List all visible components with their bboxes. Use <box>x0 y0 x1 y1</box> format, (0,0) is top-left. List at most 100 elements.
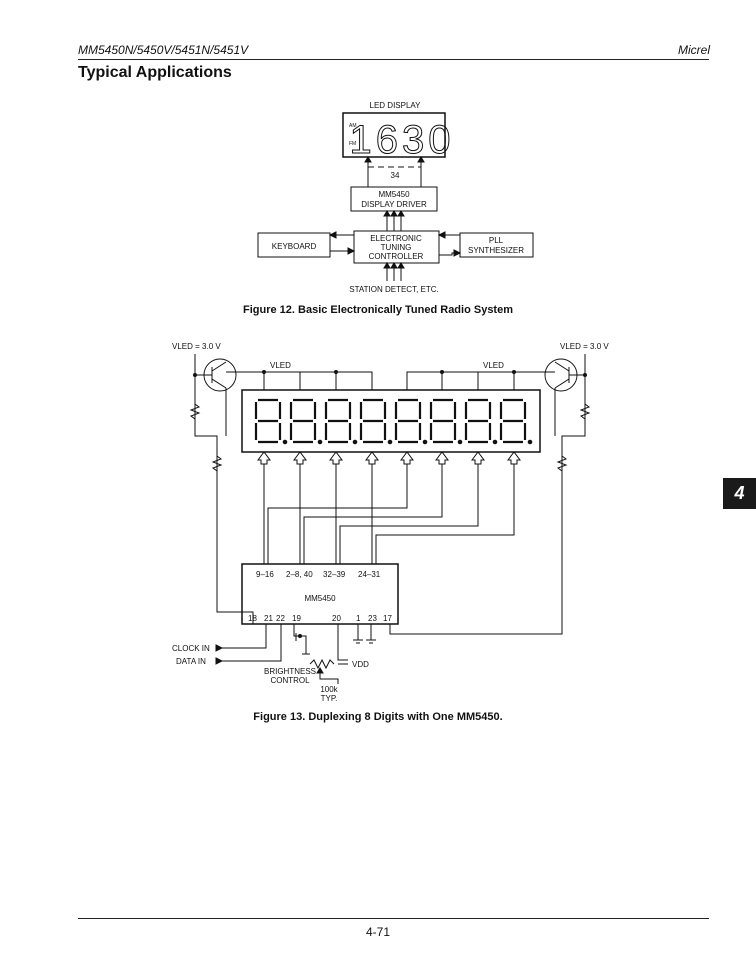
decimal-point <box>282 439 288 445</box>
bottom-pin-label: 19 <box>292 614 301 623</box>
arrow-right-icon <box>215 644 224 652</box>
vled-right-label: VLED = 3.0 V <box>560 342 609 351</box>
potentiometer-icon <box>309 658 335 670</box>
data-in-label: DATA IN <box>176 657 206 666</box>
resistor-icon <box>189 403 201 420</box>
pll-label-line2: SYNTHESIZER <box>468 246 524 255</box>
pll-synthesizer-box <box>459 232 534 258</box>
section-title: Typical Applications <box>78 64 232 81</box>
segment-bus-line <box>267 464 408 564</box>
decimal-point <box>457 439 463 445</box>
pll-label-line1: PLL <box>489 236 504 245</box>
arrow-up-icon <box>383 210 391 217</box>
figure-12-diagram: LED DISPLAY AM FM 1630 34 MM5450 DISPLAY… <box>257 101 534 294</box>
bottom-pin-label: 23 <box>368 614 377 623</box>
vdd-label: VDD <box>352 660 369 669</box>
segment-drive-arrow-icon <box>435 451 449 465</box>
footer-rule <box>78 918 709 919</box>
arrow-up-icon <box>390 262 398 269</box>
driver-label-line2: DISPLAY DRIVER <box>361 200 427 209</box>
header-brand: Micrel <box>678 43 710 57</box>
seven-segment-digit <box>394 398 422 444</box>
arrow-right-icon <box>347 247 356 255</box>
header-part-numbers: MM5450N/5450V/5451N/5451V <box>78 43 249 57</box>
arrow-up-icon <box>397 262 405 269</box>
controller-label-line3: CONTROLLER <box>369 252 424 261</box>
arrow-right-icon <box>215 657 224 665</box>
arrow-up-icon <box>383 262 391 269</box>
bottom-pin-label: 21 <box>264 614 273 623</box>
top-pin-label: 32–39 <box>323 570 346 579</box>
segment-drive-arrow-icon <box>293 451 307 465</box>
header-rule <box>78 59 709 60</box>
vled-left-label: VLED = 3.0 V <box>172 342 221 351</box>
figure-12-caption: Figure 12. Basic Electronically Tuned Ra… <box>243 304 513 316</box>
clock-in-label: CLOCK IN <box>172 644 210 653</box>
arrow-up-icon <box>390 210 398 217</box>
arrow-left-icon <box>328 231 337 239</box>
pot-value-line2: TYP. <box>321 694 338 703</box>
segment-drive-group <box>257 451 521 564</box>
led-display-box <box>342 112 446 158</box>
resistor-icon <box>211 455 223 472</box>
segment-bus-line <box>375 464 515 564</box>
am-indicator: AM <box>349 123 357 129</box>
seven-segment-digit <box>499 398 527 444</box>
seven-segment-digit <box>324 398 352 444</box>
decimal-point <box>387 439 393 445</box>
arrow-up-icon <box>364 156 372 163</box>
segment-drive-arrow-icon <box>257 451 271 465</box>
vled-inner-right-label: VLED <box>483 361 504 370</box>
led-display-label: LED DISPLAY <box>370 101 422 110</box>
bottom-pin-label: 20 <box>332 614 341 623</box>
seven-segment-digit <box>359 398 387 444</box>
bottom-pin-label: 18 <box>248 614 257 623</box>
bottom-pin-label: 22 <box>276 614 285 623</box>
controller-label-line1: ELECTRONIC <box>370 234 422 243</box>
segment-bus-line <box>339 464 479 564</box>
segment-drive-arrow-icon <box>329 451 343 465</box>
figure-13-diagram: VLED = 3.0 V VLED = 3.0 V VLED VLED MM54… <box>172 342 609 703</box>
display-digits: 1630 <box>350 118 455 162</box>
arrow-up-icon <box>397 210 405 217</box>
figure-13-caption: Figure 13. Duplexing 8 Digits with One M… <box>253 711 503 723</box>
transistor-right-icon <box>544 358 578 392</box>
driver-label-line1: MM5450 <box>378 190 410 199</box>
brightness-label-line1: BRIGHTNESS <box>264 667 316 676</box>
decimal-point <box>422 439 428 445</box>
bottom-pin-label: 17 <box>383 614 392 623</box>
segment-drive-arrow-icon <box>507 451 521 465</box>
top-pin-label: 24–31 <box>358 570 381 579</box>
mm5450-chip <box>241 563 399 625</box>
seven-segment-digit <box>464 398 492 444</box>
seven-segment-digit <box>289 398 317 444</box>
top-pin-label: 2–8, 40 <box>286 570 313 579</box>
resistor-icon <box>579 403 591 420</box>
fm-indicator: FM <box>349 141 356 147</box>
brightness-label-line2: CONTROL <box>270 676 310 685</box>
seven-segment-digit <box>254 398 282 444</box>
decimal-point <box>492 439 498 445</box>
decimal-point <box>352 439 358 445</box>
chip-name: MM5450 <box>304 594 336 603</box>
tuning-controller-box <box>353 230 440 264</box>
keyboard-box <box>257 232 331 258</box>
page-number: 4-71 <box>365 925 391 939</box>
segment-drive-arrow-icon <box>365 451 379 465</box>
station-detect-label: STATION DETECT, ETC. <box>349 285 438 294</box>
resistor-icon <box>556 455 568 472</box>
chapter-tab: 4 <box>723 478 756 509</box>
segment-drive-arrow-icon <box>471 451 485 465</box>
top-pin-label: 9–16 <box>256 570 274 579</box>
eight-digit-display <box>241 389 541 453</box>
segment-drive-arrow-icon <box>400 451 414 465</box>
vled-inner-left-label: VLED <box>270 361 291 370</box>
arrow-right-icon <box>453 249 462 257</box>
seven-segment-digit <box>429 398 457 444</box>
decimal-point <box>317 439 323 445</box>
digit-group <box>254 398 533 445</box>
decimal-point <box>527 439 533 445</box>
controller-label-line2: TUNING <box>381 243 412 252</box>
arrow-up-icon <box>417 156 425 163</box>
pot-value-line1: 100k <box>320 685 338 694</box>
